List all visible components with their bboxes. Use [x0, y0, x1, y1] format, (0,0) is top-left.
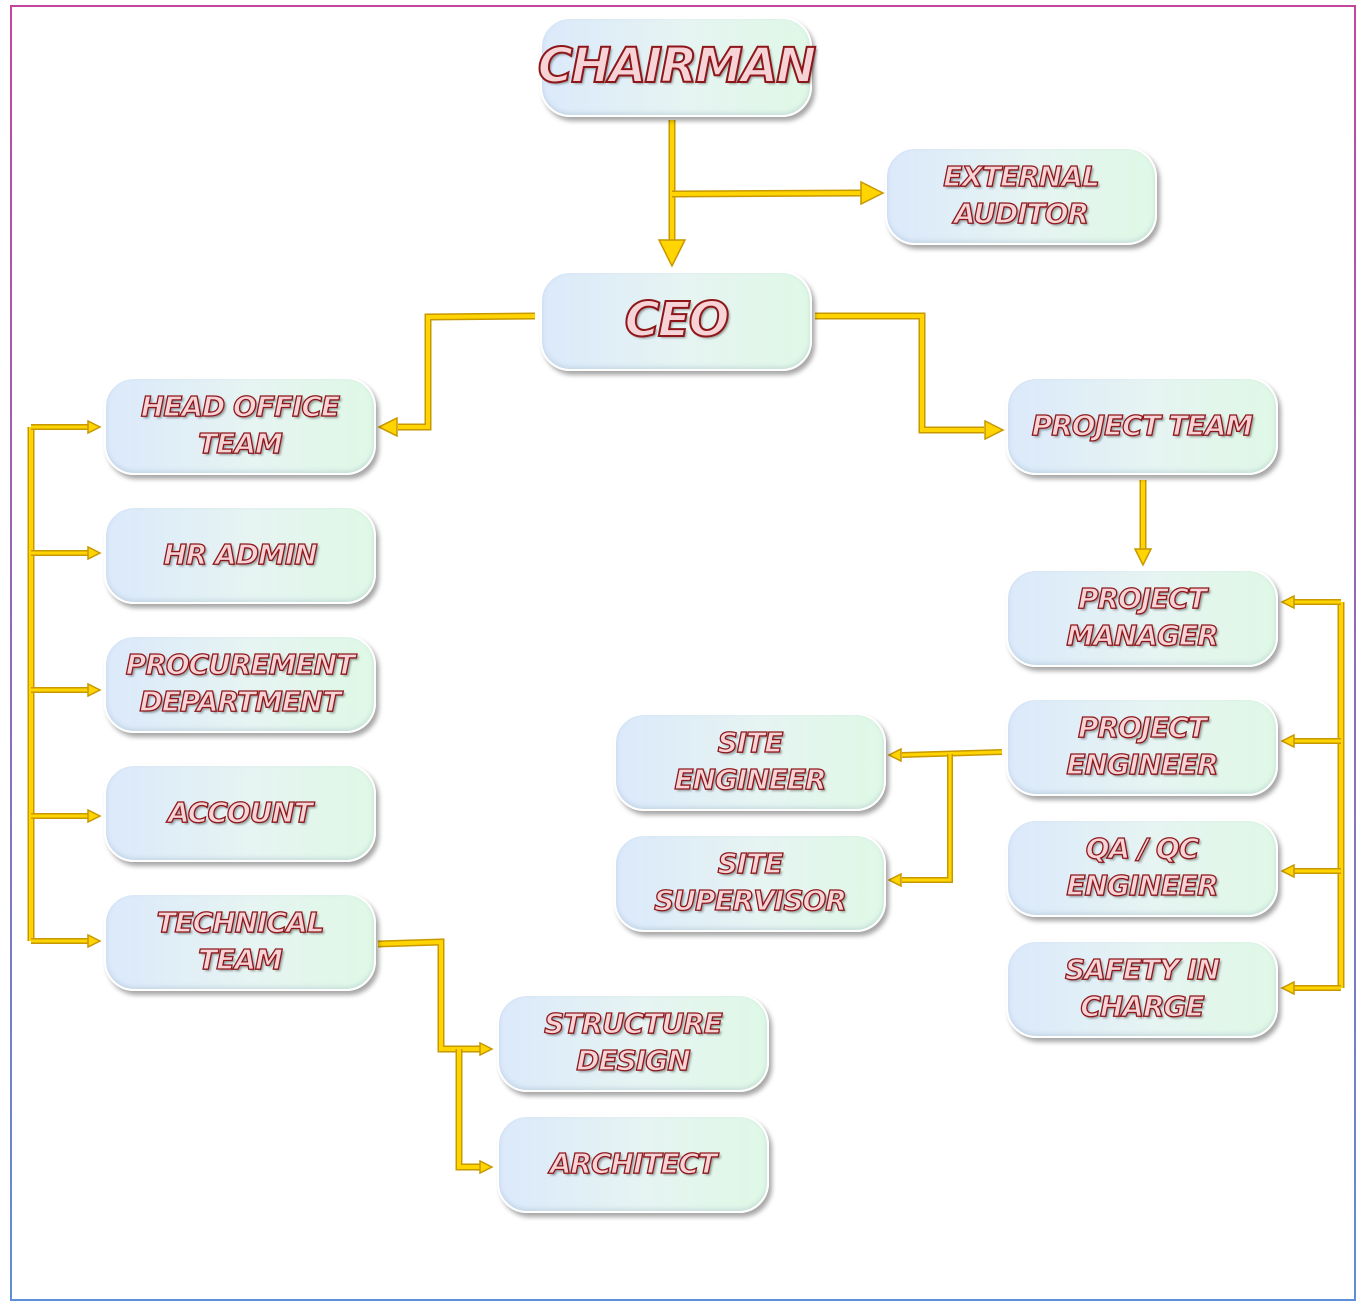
- connector-ceo-project-team: [815, 314, 984, 432]
- arrow-to-site-engineer: [887, 747, 902, 763]
- node-site-engineer-line-2: ENGINEER: [674, 762, 828, 796]
- node-site-supervisor: SITE SUPERVISOR: [614, 834, 886, 932]
- node-architect-line-1: ARCHITECT: [549, 1146, 718, 1180]
- node-safety-in-charge: SAFETY IN CHARGE: [1006, 940, 1278, 1038]
- node-project-manager: PROJECT MANAGER: [1006, 569, 1278, 667]
- arrow-to-head-office-team: [377, 416, 398, 438]
- node-head-office-team-line-1: HEAD OFFICE: [140, 389, 341, 424]
- arrow-to-head-office-team: [87, 419, 102, 435]
- arrow-to-qa-qc-engineer: [1280, 863, 1295, 879]
- node-technical-team-line-2: TEAM: [197, 942, 283, 976]
- arrow-to-project-engineer: [1280, 733, 1295, 749]
- node-account: ACCOUNT: [104, 764, 376, 862]
- node-safety-in-charge-line-2: CHARGE: [1080, 989, 1206, 1023]
- arrow-to-project-manager: [1133, 548, 1153, 567]
- arrow-to-site-supervisor: [887, 872, 902, 888]
- node-project-engineer-line-1: PROJECT: [1077, 710, 1207, 745]
- node-ceo-line-1: CEO: [624, 291, 731, 349]
- node-architect: ARCHITECT: [497, 1115, 769, 1213]
- arrow-to-safety-in-charge: [1280, 980, 1295, 996]
- node-procurement-department-label: PROCUREMENT DEPARTMENT: [125, 647, 356, 721]
- arrow-to-external-auditor: [860, 180, 885, 206]
- node-account-label: ACCOUNT: [167, 795, 313, 832]
- connector-chairman-auditor: [671, 191, 863, 196]
- node-project-manager-line-1: PROJECT: [1077, 581, 1207, 616]
- node-hr-admin-label: HR ADMIN: [163, 537, 319, 574]
- node-procurement-department: PROCUREMENT DEPARTMENT: [104, 635, 376, 733]
- node-project-team: PROJECT TEAM: [1006, 377, 1278, 475]
- arrow-to-technical-team: [87, 933, 102, 949]
- node-qa-qc-engineer-line-2: ENGINEER: [1066, 868, 1220, 902]
- node-chairman: CHAIRMAN: [537, 17, 817, 117]
- node-head-office-team-label: HEAD OFFICE TEAM: [140, 389, 341, 463]
- node-site-engineer-line-1: SITE: [717, 725, 784, 760]
- node-external-auditor-line-1: EXTERNAL: [943, 159, 1101, 194]
- node-architect-label: ARCHITECT: [549, 1146, 718, 1183]
- node-external-auditor: EXTERNAL AUDITOR: [885, 147, 1157, 245]
- connector-site-branch-outline: [902, 754, 953, 883]
- connector-ceo-head-office-outline: [398, 312, 536, 431]
- node-safety-in-charge-line-1: SAFETY IN: [1064, 952, 1220, 987]
- connector-ceo-head-office: [398, 314, 536, 429]
- node-structure-design-label: STRUCTURE DESIGN: [544, 1006, 724, 1080]
- node-project-engineer: PROJECT ENGINEER: [1006, 698, 1278, 796]
- connector-technical-team: [377, 939, 480, 1051]
- arrow-to-procurement-department: [87, 682, 102, 698]
- node-head-office-team: HEAD OFFICE TEAM: [104, 377, 376, 475]
- arrow-to-structure-design: [479, 1041, 494, 1057]
- node-site-supervisor-line-1: SITE: [717, 846, 784, 881]
- arrow-to-account: [87, 808, 102, 824]
- arrow-to-project-team: [984, 419, 1005, 441]
- node-project-team-label: PROJECT TEAM: [1031, 408, 1254, 445]
- node-site-supervisor-line-2: SUPERVISOR: [653, 883, 847, 917]
- node-project-engineer-line-2: ENGINEER: [1066, 747, 1220, 781]
- node-account-line-1: ACCOUNT: [167, 795, 313, 829]
- node-project-engineer-label: PROJECT ENGINEER: [1066, 710, 1220, 784]
- connector-ceo-project-team-outline: [815, 312, 984, 434]
- node-structure-design-line-2: DESIGN: [576, 1043, 692, 1077]
- node-procurement-department-line-2: DEPARTMENT: [139, 684, 342, 718]
- connector-technical-branch: [457, 1049, 480, 1169]
- connector-technical-branch-outline: [455, 1049, 480, 1171]
- node-project-manager-line-2: MANAGER: [1066, 618, 1220, 652]
- connector-site-branch: [902, 754, 952, 882]
- node-technical-team-label: TECHNICAL TEAM: [156, 905, 325, 979]
- node-safety-in-charge-label: SAFETY IN CHARGE: [1064, 952, 1220, 1026]
- node-head-office-team-line-2: TEAM: [197, 426, 283, 460]
- node-site-engineer-label: SITE ENGINEER: [674, 725, 828, 799]
- node-chairman-label: CHAIRMAN: [537, 35, 817, 98]
- node-qa-qc-engineer: QA / QC ENGINEER: [1006, 819, 1278, 917]
- connector-project-engineer-site: [901, 750, 1003, 757]
- arrow-to-project-manager: [1280, 594, 1295, 610]
- node-qa-qc-engineer-label: QA / QC ENGINEER: [1066, 831, 1220, 905]
- node-project-manager-label: PROJECT MANAGER: [1066, 581, 1220, 655]
- node-hr-admin: HR ADMIN: [104, 506, 376, 604]
- node-technical-team-line-1: TECHNICAL: [156, 905, 325, 940]
- node-external-auditor-line-2: AUDITOR: [953, 196, 1090, 230]
- node-project-team-line-1: PROJECT TEAM: [1031, 408, 1254, 442]
- arrow-to-ceo: [657, 239, 687, 268]
- arrow-to-architect: [479, 1159, 494, 1175]
- node-ceo-label: CEO: [624, 289, 731, 352]
- node-site-engineer: SITE ENGINEER: [614, 713, 886, 811]
- connector-technical-team-outline: [377, 938, 480, 1053]
- node-structure-design: STRUCTURE DESIGN: [497, 994, 769, 1092]
- node-hr-admin-line-1: HR ADMIN: [163, 537, 319, 571]
- node-site-supervisor-label: SITE SUPERVISOR: [653, 846, 847, 920]
- node-external-auditor-label: EXTERNAL AUDITOR: [943, 159, 1101, 233]
- node-procurement-department-line-1: PROCUREMENT: [125, 647, 356, 682]
- node-ceo: CEO: [540, 271, 812, 371]
- node-qa-qc-engineer-line-1: QA / QC: [1085, 831, 1200, 866]
- arrow-to-hr-admin: [87, 545, 102, 561]
- node-technical-team: TECHNICAL TEAM: [104, 893, 376, 991]
- node-structure-design-line-1: STRUCTURE: [544, 1006, 724, 1041]
- node-chairman-line-1: CHAIRMAN: [537, 37, 817, 95]
